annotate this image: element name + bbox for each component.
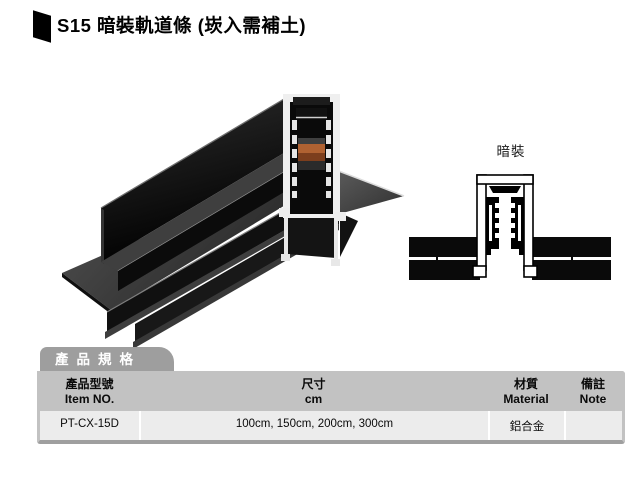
conductor-carrier-left	[486, 197, 499, 255]
track-channel-outline	[472, 174, 538, 278]
product-3d-render	[62, 94, 405, 349]
spec-table-header: 產品型號 Item NO. 尺寸 cm 材質 Material 備註 Note	[40, 374, 622, 411]
cell-material: 鋁合金	[488, 411, 564, 440]
cell-note	[564, 411, 622, 440]
right-flange	[335, 169, 405, 257]
ceiling-board-right	[532, 237, 611, 280]
end-cap	[279, 94, 346, 266]
cell-size: 100cm, 150cm, 200cm, 300cm	[139, 411, 488, 440]
page-title: S15 暗裝軌道條 (崁入需補土)	[57, 15, 307, 36]
header-cell-material: 材質 Material	[503, 377, 549, 406]
header-cell-note: 備註 Note	[579, 377, 607, 406]
install-cross-section	[409, 174, 611, 280]
install-diagram-area: 暗裝	[405, 140, 617, 291]
install-diagram-label: 暗裝	[496, 144, 526, 159]
conductor-carrier-right	[511, 197, 524, 255]
spec-tab: 產品規格	[40, 347, 174, 371]
spec-table-row: PT-CX-15D 100cm, 150cm, 200cm, 300cm 鋁合金	[40, 411, 622, 440]
header-cell-item-no: 產品型號 Item NO.	[64, 377, 115, 406]
copper-conductors	[298, 138, 325, 170]
profile-upper-body	[100, 98, 302, 291]
ceiling-board-left	[409, 237, 480, 280]
spec-section: 產品規格 產品型號 Item NO. 尺寸 cm 材質 Material 備註 …	[37, 347, 625, 444]
cell-item-no: PT-CX-15D	[60, 418, 119, 430]
spec-table: 產品型號 Item NO. 尺寸 cm 材質 Material 備註 Note …	[37, 371, 625, 444]
black-parallelogram-bullet-icon	[33, 10, 51, 43]
top-insert-plate	[489, 186, 521, 193]
header-cell-size: 尺寸 cm	[301, 377, 326, 406]
title-row: S15 暗裝軌道條 (崁入需補土)	[33, 10, 307, 43]
